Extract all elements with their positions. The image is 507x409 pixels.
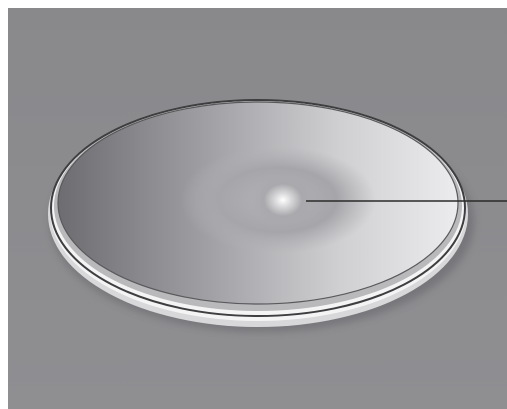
dish-center-glow xyxy=(251,173,315,227)
